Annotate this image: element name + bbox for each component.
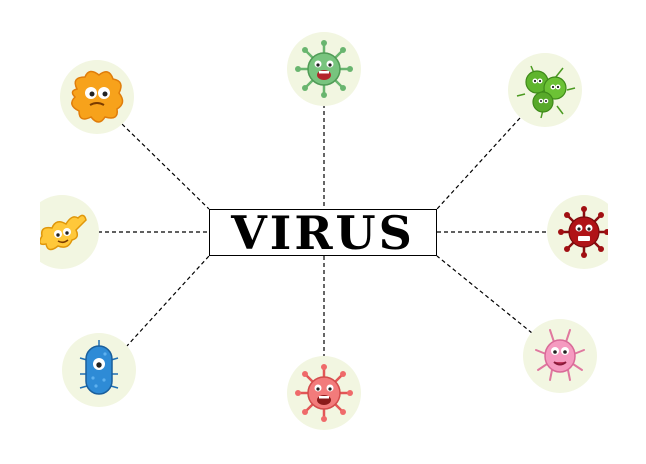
connector-orange-blob (121, 123, 210, 210)
blue-rod-virus-icon (79, 340, 119, 395)
center-label: VIRUS (209, 209, 437, 256)
lime-cluster-virus-icon (516, 65, 576, 119)
orange-branch-virus-icon (40, 214, 87, 251)
green-spiky-virus-icon (295, 40, 353, 98)
coral-spiky-virus-icon (295, 364, 353, 422)
dark-red-virus-icon (558, 206, 608, 258)
connector-lime-cluster (436, 117, 521, 210)
connector-pink-monster (436, 255, 533, 334)
pink-monster-virus-icon (535, 329, 585, 381)
connector-blue-rod (125, 255, 210, 348)
orange-blob-virus-icon (71, 70, 124, 123)
connectors (98, 104, 548, 356)
